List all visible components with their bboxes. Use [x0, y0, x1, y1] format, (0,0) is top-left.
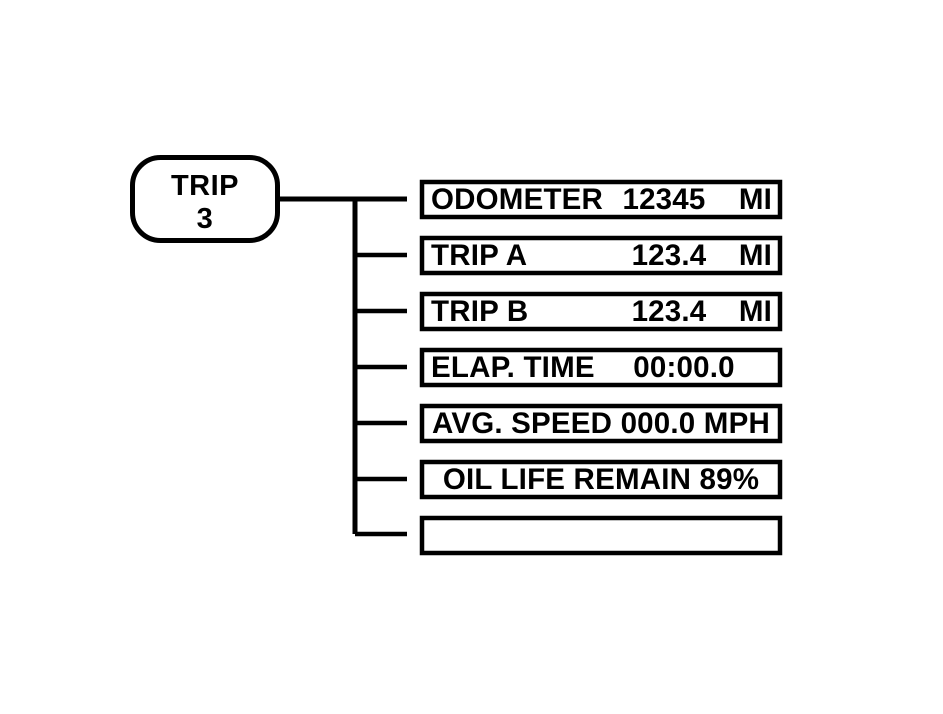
display-box	[419, 179, 783, 220]
display-box	[419, 515, 783, 556]
display-box	[419, 347, 783, 388]
row-unit: MI	[739, 239, 772, 272]
display-box	[419, 459, 783, 500]
display-row-elapsed-time[interactable]: ELAP. TIME 00:00.0	[419, 347, 783, 388]
display-row-trip-a[interactable]: TRIP A 123.4 MI	[419, 235, 783, 276]
display-row-oil-life-remain[interactable]: OIL LIFE REMAIN 89%	[419, 459, 783, 500]
row-value: 00:00.0	[633, 351, 734, 384]
row-value: 123.4	[632, 239, 707, 272]
row-label: OIL LIFE REMAIN 89%	[443, 463, 759, 496]
display-box	[419, 235, 783, 276]
row-value: 123.4	[632, 295, 707, 328]
row-label: AVG. SPEED 000.0 MPH	[432, 407, 770, 440]
row-label: ODOMETER	[431, 183, 603, 216]
trip-node[interactable]: TRIP 3	[130, 155, 280, 243]
display-row-trip-b[interactable]: TRIP B 123.4 MI	[419, 291, 783, 332]
trip-node-label-line2: 3	[197, 203, 214, 235]
display-box	[419, 291, 783, 332]
row-unit: MI	[739, 183, 772, 216]
row-unit: MI	[739, 295, 772, 328]
display-row-average-speed[interactable]: AVG. SPEED 000.0 MPH	[419, 403, 783, 444]
branch-stubs	[355, 252, 407, 537]
row-label: TRIP A	[431, 239, 527, 272]
display-row-blank[interactable]	[419, 515, 783, 556]
row-label: TRIP B	[431, 295, 528, 328]
display-row-odometer[interactable]: ODOMETER 12345 MI	[419, 179, 783, 220]
trip-node-label-line1: TRIP	[171, 170, 239, 202]
display-box	[419, 403, 783, 444]
row-value: 12345	[622, 183, 705, 216]
row-label: ELAP. TIME	[431, 351, 595, 384]
trip-node-shape	[130, 155, 280, 243]
